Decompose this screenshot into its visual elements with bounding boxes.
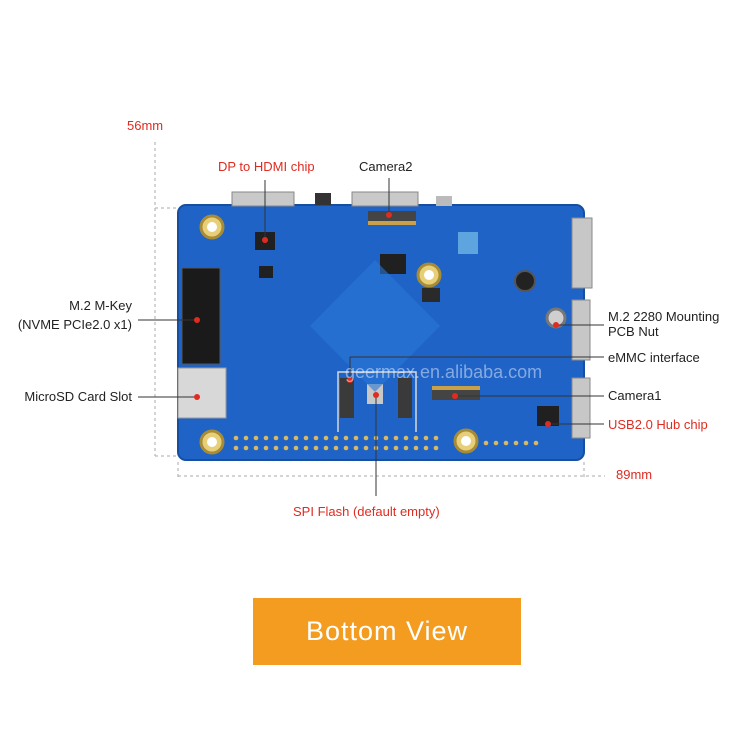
usb-connector-top	[351, 191, 419, 207]
m2-nut-label-line1: M.2 2280 Mounting	[608, 309, 720, 324]
bottom-view-banner: Bottom View	[253, 598, 521, 665]
camera2-label: Camera2	[359, 159, 413, 174]
width-dimension-label: 89mm	[616, 467, 653, 482]
camera1-label: Camera1	[608, 388, 662, 403]
m2-mkey-label-line2: (NVME PCIe2.0 x1)	[17, 317, 132, 332]
leader-dots	[194, 212, 559, 427]
audio-jack	[315, 193, 331, 205]
microsd-slot-label: MicroSD Card Slot	[24, 389, 132, 404]
dp-to-hdmi-chip-label: DP to HDMI chip	[218, 159, 315, 174]
hdmi-connector	[231, 191, 295, 207]
microsd-slot	[177, 367, 227, 419]
ethernet-port	[571, 217, 593, 289]
leader-lines	[138, 178, 604, 496]
spi-flash-label: SPI Flash (default empty)	[293, 504, 440, 519]
m2-slot	[181, 267, 221, 365]
m2-mkey-label-line1: M.2 M-Key	[69, 298, 132, 313]
usb-port-1	[571, 299, 591, 361]
camera2-connector	[368, 211, 416, 221]
watermark: geermax.en.alibaba.com	[345, 362, 543, 382]
pcb-board	[177, 191, 593, 461]
dimension-lines	[154, 142, 605, 478]
usb-port-2	[571, 377, 591, 439]
height-dimension-label: 56mm	[127, 118, 164, 133]
usb-hub-chip-label: USB2.0 Hub chip	[608, 417, 708, 432]
emmc-interface-label: eMMC interface	[608, 350, 700, 365]
button-connector	[436, 196, 452, 206]
m2-nut-label-line2: PCB Nut	[608, 324, 659, 339]
